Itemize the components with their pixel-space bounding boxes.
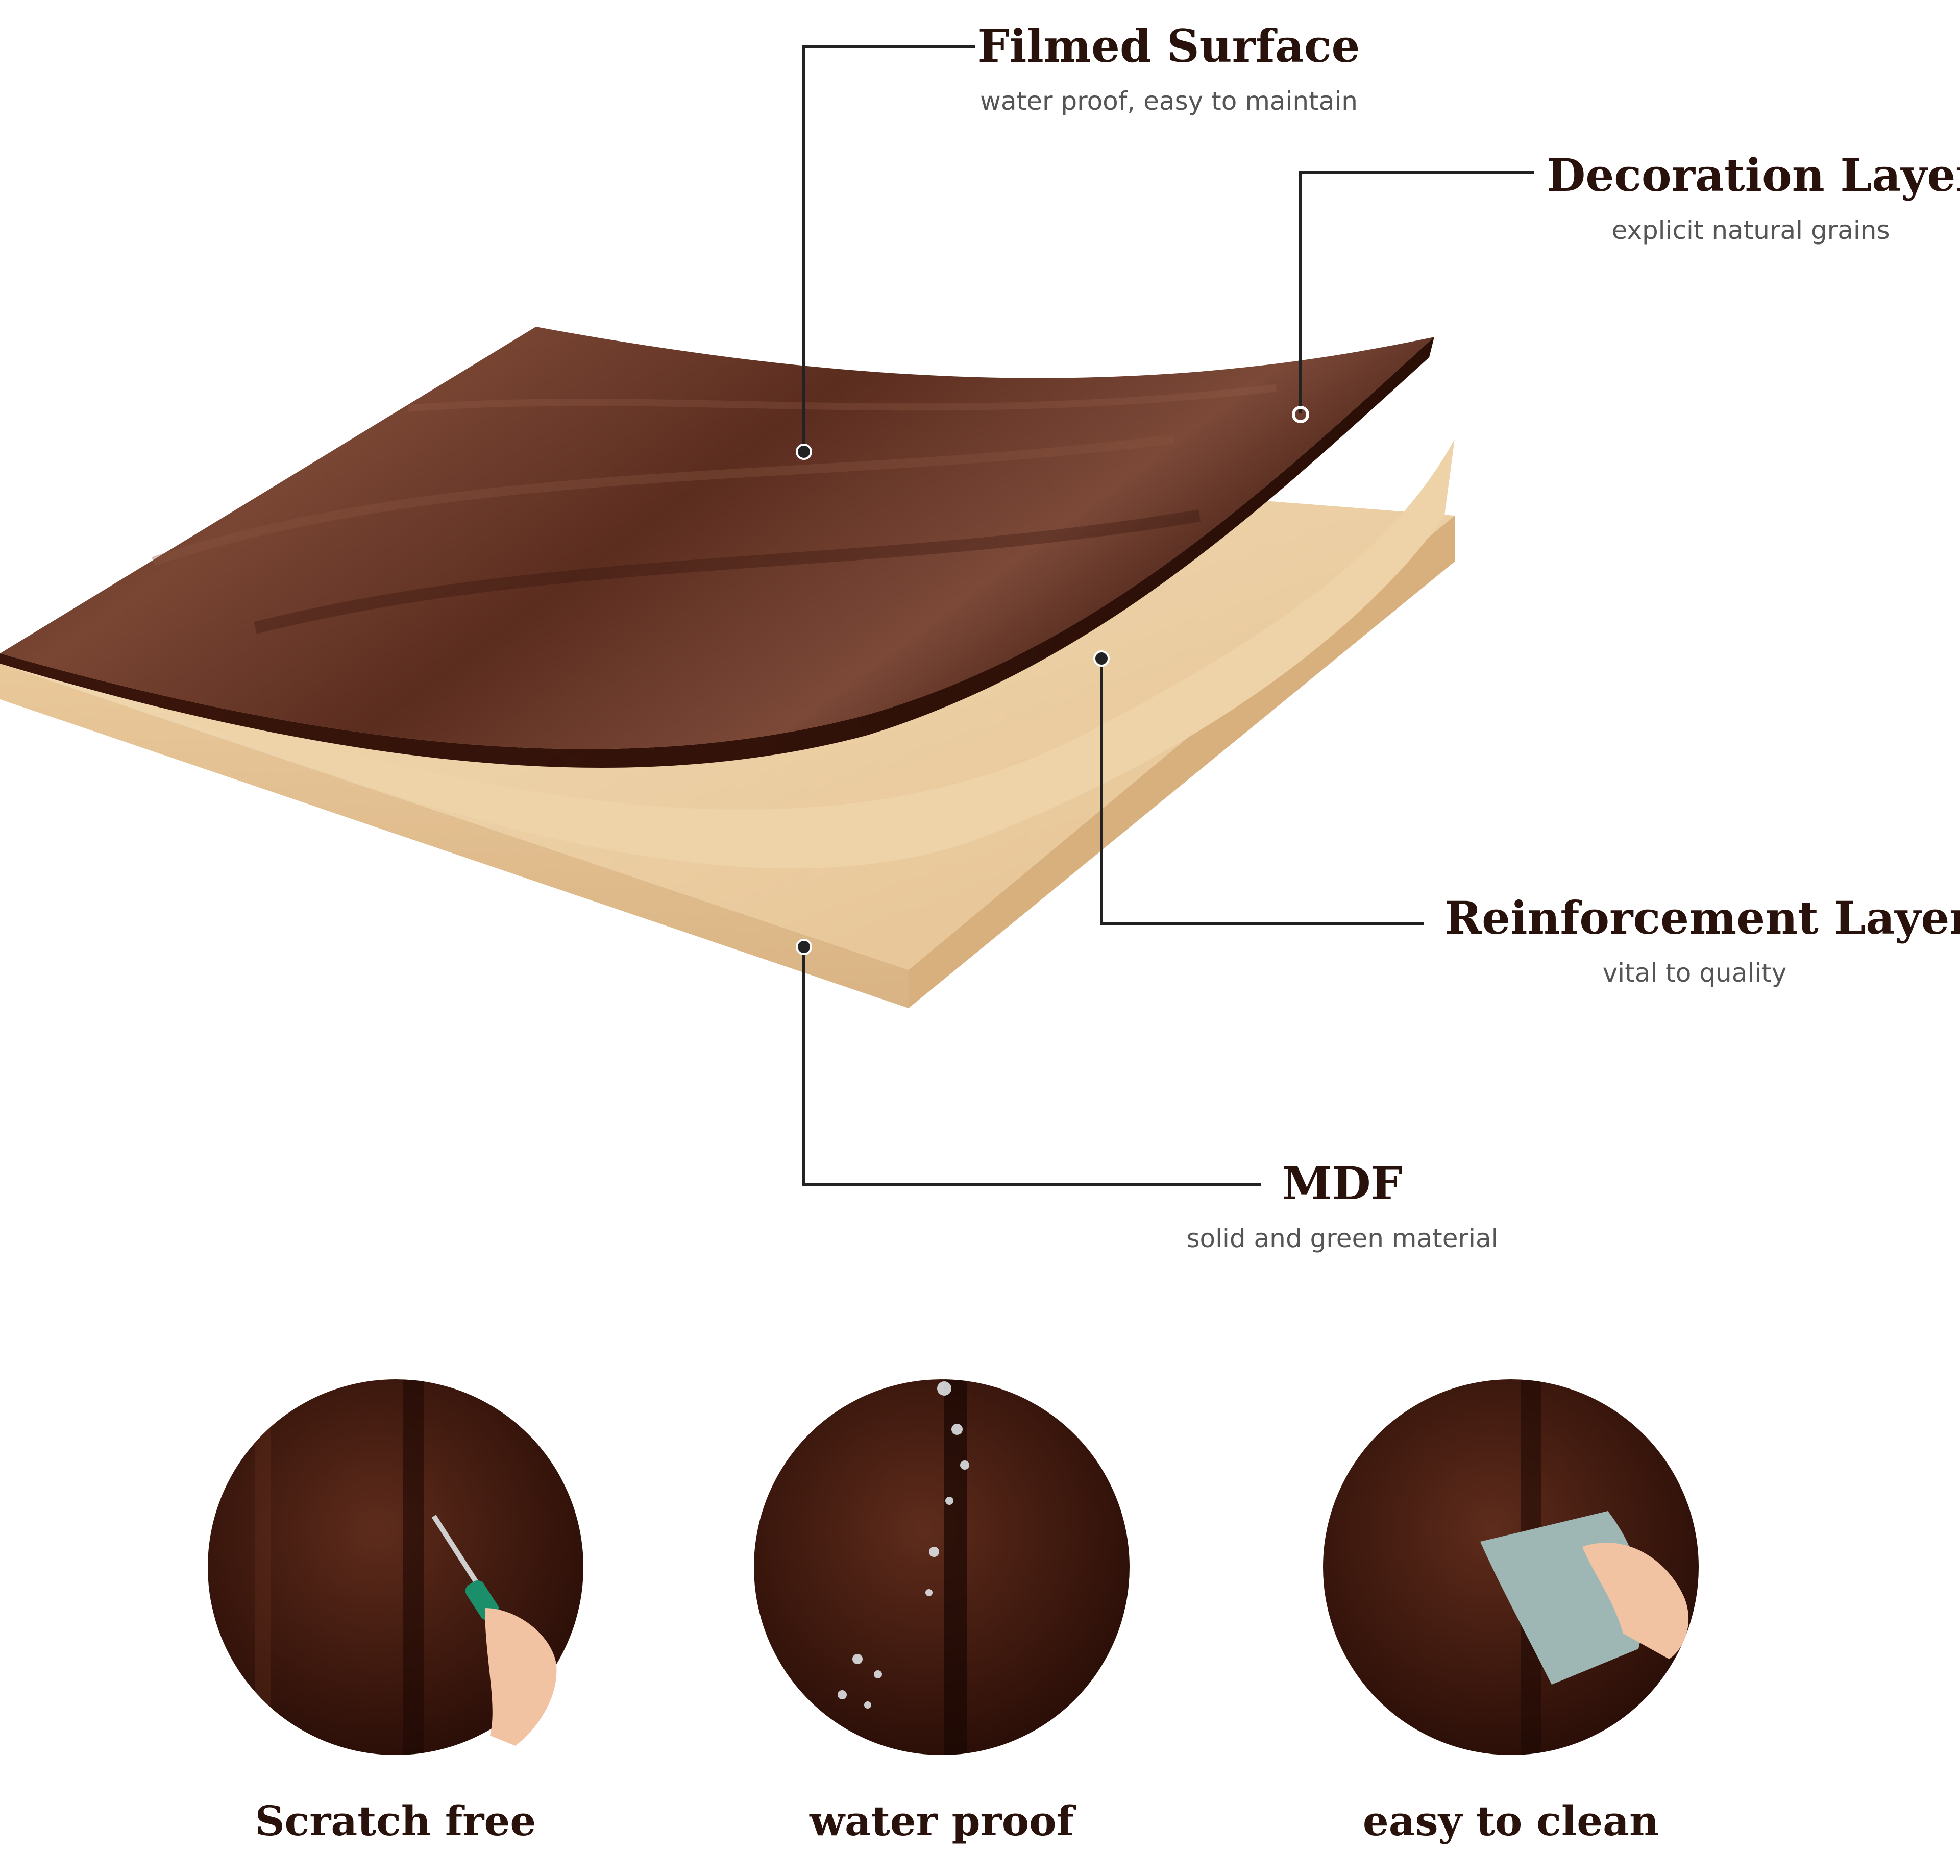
marker-filmed-surface: [796, 444, 812, 460]
marker-mdf: [796, 939, 812, 955]
callout-mdf: MDF solid and green material: [1148, 1159, 1536, 1253]
water-drops-icon: [838, 1381, 969, 1709]
wood-veneer-sheet: [0, 327, 1434, 768]
feature-label-scratch-free: Scratch free: [255, 1797, 536, 1845]
cloth-wipe-icon: [1480, 1511, 1689, 1685]
marker-decoration-layer: [1292, 406, 1309, 423]
layer-subtitle: water proof, easy to maintain: [980, 86, 1358, 116]
feature-label-easy-to-clean: easy to clean: [1362, 1797, 1659, 1845]
layer-title: Decoration Layer: [1547, 149, 1960, 202]
leader-lines: [802, 45, 1534, 1186]
reinforcement-sheet: [77, 439, 1455, 869]
layer-title: Reinforcement Layer: [1444, 891, 1960, 944]
leader-decoration-layer: [1299, 171, 1534, 413]
feature-circle-scratch-free: [208, 1379, 583, 1755]
callout-reinforcement-layer: Reinforcement Layer vital to quality: [1444, 891, 1960, 988]
feature-circle-water-proof: [754, 1379, 1130, 1755]
layer-title: Filmed Surface: [977, 19, 1360, 72]
layer-subtitle: explicit natural grains: [1611, 215, 1890, 245]
layer-subtitle: vital to quality: [1602, 958, 1787, 988]
leader-filmed-surface: [802, 45, 975, 452]
leader-markers: [796, 406, 1309, 955]
marker-reinforcement-layer: [1093, 650, 1110, 667]
leader-reinforcement-layer: [1100, 659, 1424, 925]
screwdriver-icon: [431, 1515, 557, 1746]
callout-decoration-layer: Decoration Layer explicit natural grains: [1547, 149, 1960, 245]
layer-subtitle: solid and green material: [1186, 1223, 1499, 1253]
feature-label-water-proof: water proof: [810, 1797, 1074, 1845]
layer-title: MDF: [1282, 1157, 1403, 1210]
feature-circle-easy-to-clean: [1323, 1379, 1699, 1755]
leader-mdf: [802, 947, 1261, 1186]
callout-filmed-surface: Filmed Surface water proof, easy to main…: [965, 21, 1373, 116]
